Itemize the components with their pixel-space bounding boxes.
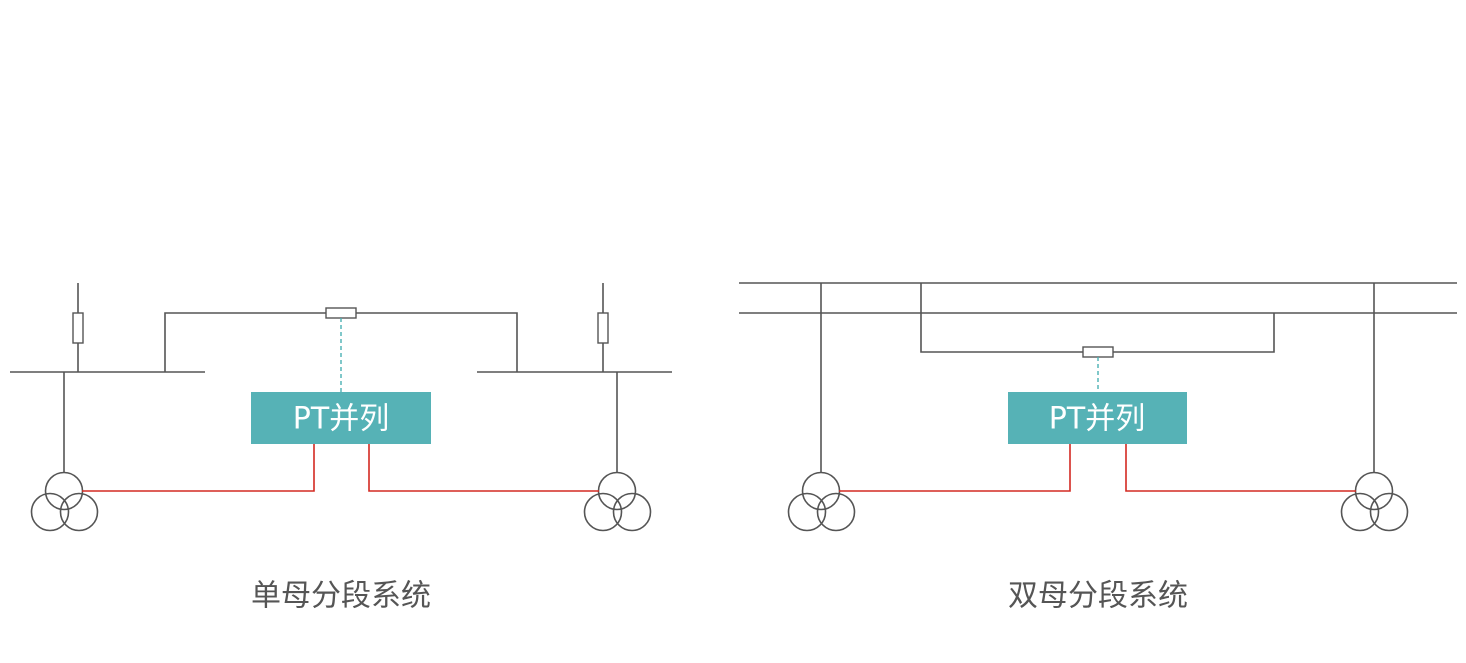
left-bus-coupler-breaker — [325, 307, 357, 319]
single-bus-diagram: PT并列 单母分段系统 — [10, 283, 672, 614]
right-pt-parallel-label: PT并列 — [1049, 402, 1145, 437]
right-transformer-1-icon — [787, 471, 856, 532]
left-pt-parallel-label: PT并列 — [293, 402, 389, 437]
right-pt-parallel-device — [1008, 392, 1187, 444]
left-transformer-2-icon — [583, 471, 652, 532]
right-bus-coupler-breaker — [1082, 346, 1114, 358]
left-transformer-1-icon — [30, 471, 99, 532]
right-transformer-2-icon — [1340, 471, 1409, 532]
left-caption: 单母分段系统 — [251, 579, 431, 614]
left-feeder-1-breaker — [72, 312, 84, 344]
right-caption: 双母分段系统 — [1008, 579, 1188, 614]
right-signal-wire-2 — [1125, 444, 1356, 492]
left-feeder-2-breaker — [597, 312, 609, 344]
left-pt-parallel-device — [251, 392, 431, 444]
left-signal-wire-1 — [82, 444, 315, 492]
right-bus-coupler-line — [920, 283, 1275, 353]
left-signal-wire-2 — [368, 444, 599, 492]
right-signal-wire-1 — [839, 444, 1071, 492]
double-bus-diagram: PT并列 双母分段系统 — [739, 282, 1457, 614]
